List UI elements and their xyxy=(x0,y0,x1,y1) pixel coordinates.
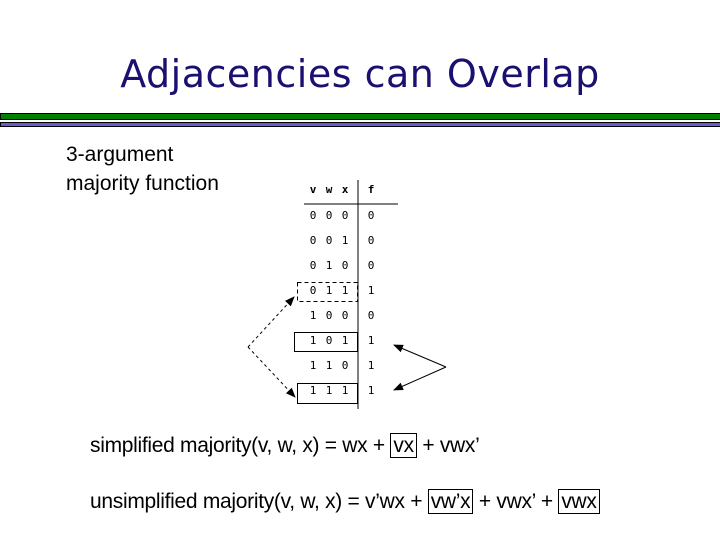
table-cell: 0 xyxy=(341,359,349,372)
table-header-x: x xyxy=(341,183,349,196)
table-cell: 0 xyxy=(325,334,333,347)
eq-lhs: simplified majority(v, w, x) = xyxy=(90,434,343,457)
table-header-v: v xyxy=(309,183,317,196)
table-cell: 0 xyxy=(309,209,317,222)
plus: + xyxy=(367,434,391,457)
box-row-111 xyxy=(297,383,358,404)
boxed-term: vwx xyxy=(558,489,600,514)
plus: + xyxy=(535,490,559,513)
table-cell: 0 xyxy=(367,234,375,247)
term: v’wx xyxy=(365,490,405,513)
table-cell: 1 xyxy=(309,384,317,397)
table-cell: 0 xyxy=(309,284,317,297)
table-cell: 1 xyxy=(325,284,333,297)
left-arrow-down xyxy=(247,346,296,398)
box-row-101 xyxy=(294,332,358,352)
subtitle-line-2: majority function xyxy=(66,172,219,195)
left-arrow-up xyxy=(247,296,295,348)
table-cell: 0 xyxy=(367,309,375,322)
table-cell: 0 xyxy=(367,209,375,222)
table-cell: 0 xyxy=(341,209,349,222)
plus: + xyxy=(473,490,497,513)
simplified-equation: simplified majority(v, w, x) = wx + vx +… xyxy=(90,433,480,458)
table-cell: 0 xyxy=(309,259,317,272)
right-arrow-up xyxy=(393,344,447,368)
table-cell: 0 xyxy=(325,309,333,322)
table-cell: 1 xyxy=(341,234,349,247)
table-cell: 1 xyxy=(325,384,333,397)
table-cell: 1 xyxy=(309,334,317,347)
table-header-w: w xyxy=(325,183,333,196)
table-cell: 1 xyxy=(367,384,375,397)
right-arrow-down xyxy=(393,366,447,391)
table-cell: 1 xyxy=(309,309,317,322)
eq-lhs: unsimplified majority(v, w, x) = xyxy=(90,490,366,513)
table-cell: 0 xyxy=(309,234,317,247)
table-cell: 1 xyxy=(325,359,333,372)
table-cell: 0 xyxy=(325,209,333,222)
table-cell: 1 xyxy=(325,259,333,272)
unsimplified-equation: unsimplified majority(v, w, x) = v’wx + … xyxy=(90,489,600,514)
table-cell: 1 xyxy=(367,359,375,372)
title-divider-green xyxy=(0,113,720,120)
dashed-box-row-011 xyxy=(297,282,358,302)
plus: + xyxy=(404,490,428,513)
table-cell: 0 xyxy=(367,259,375,272)
table-cell: 1 xyxy=(341,384,349,397)
table-cell: 0 xyxy=(325,234,333,247)
table-header-f: f xyxy=(367,183,375,196)
slide-title: Adjacencies can Overlap xyxy=(120,52,600,96)
term: vwx’ xyxy=(496,490,536,513)
table-cell: 1 xyxy=(367,334,375,347)
plus: + xyxy=(416,434,440,457)
table-cell: 1 xyxy=(341,334,349,347)
term: wx xyxy=(342,434,368,457)
table-cell: 1 xyxy=(367,284,375,297)
title-divider-blue xyxy=(0,122,720,127)
table-cell: 1 xyxy=(341,284,349,297)
boxed-term: vx xyxy=(390,433,417,458)
table-cell: 0 xyxy=(341,259,349,272)
subtitle: 3-argument majority function xyxy=(66,140,219,198)
table-cell: 0 xyxy=(341,309,349,322)
subtitle-line-1: 3-argument xyxy=(66,143,174,166)
boxed-term: vw’x xyxy=(427,489,474,514)
term: vwx’ xyxy=(439,434,480,457)
table-cell: 1 xyxy=(309,359,317,372)
